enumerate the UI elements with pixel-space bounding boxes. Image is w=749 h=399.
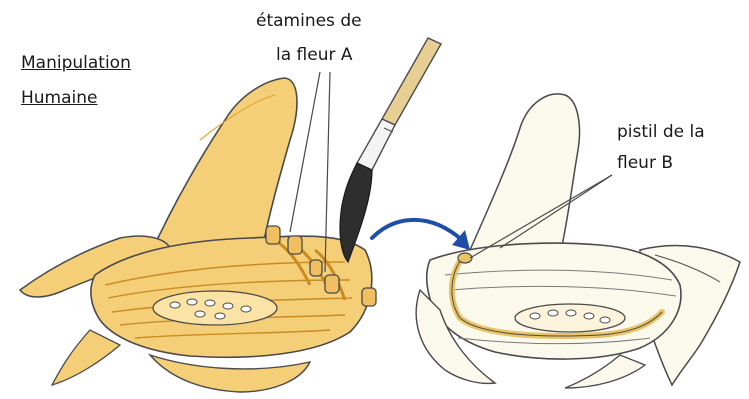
title-line-2: Humaine (21, 87, 98, 109)
stamens-label-line-2: la fleur A (276, 44, 353, 66)
flower-a-lower-lip (150, 355, 310, 392)
pistil-label-line-1: pistil de la (617, 121, 705, 143)
stamens-label-line-1: étamines de (256, 10, 362, 32)
pistil-label-line-2: fleur B (617, 152, 673, 174)
curved-arrow-icon (372, 220, 470, 250)
flower-b-upper-petal (470, 94, 579, 260)
flower-a (20, 78, 376, 392)
title-line-1: Manipulation (21, 52, 131, 74)
flower-a-ovary (153, 291, 277, 325)
paintbrush-icon (340, 38, 441, 262)
flower-b-stigma (458, 253, 472, 263)
